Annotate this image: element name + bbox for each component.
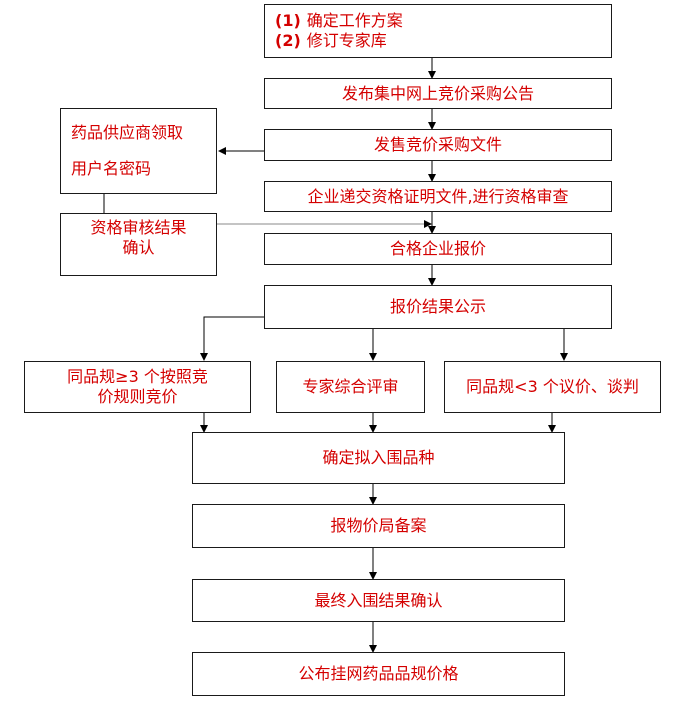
expert-label: 专家综合评审: [302, 377, 399, 396]
node-step10: 公布挂网药品品规价格: [192, 652, 565, 696]
node-step1: (1) 确定工作方案 (2) 修订专家库: [264, 4, 612, 58]
node-branch-lt3: 同品规<3 个议价、谈判: [444, 361, 661, 413]
node-branch-ge3: 同品规≥3 个按照竞 价规则竞价: [24, 361, 251, 413]
node-step5: 合格企业报价: [264, 233, 612, 265]
node-supplier: 药品供应商领取 用户名密码: [60, 108, 217, 194]
supplier-line1: 药品供应商领取: [71, 123, 184, 142]
step7-label: 确定拟入围品种: [322, 448, 435, 467]
step1-line2: (2) 修订专家库: [275, 31, 387, 51]
step1-line2-num: (2): [275, 31, 301, 50]
lt3-label: 同品规<3 个议价、谈判: [466, 377, 639, 396]
step3-label: 发售竞价采购文件: [373, 135, 502, 154]
supplier-line2: 用户名密码: [71, 159, 152, 178]
step6-label: 报价结果公示: [389, 297, 486, 316]
node-step3: 发售竞价采购文件: [264, 129, 612, 161]
step10-label: 公布挂网药品品规价格: [298, 664, 459, 683]
node-step7: 确定拟入围品种: [192, 432, 565, 484]
step9-label: 最终入围结果确认: [314, 590, 443, 610]
step2-label: 发布集中网上竞价采购公告: [341, 83, 534, 103]
node-branch-expert: 专家综合评审: [276, 361, 425, 413]
ge3-line2: 价规则竞价: [97, 387, 178, 406]
review-line2: 确认: [122, 238, 155, 257]
step1-line1: (1) 确定工作方案: [275, 11, 403, 31]
node-review: 资格审核结果 确认: [60, 213, 217, 276]
ge3-line1: 同品规≥3 个按照竞: [67, 367, 208, 386]
review-line1: 资格审核结果: [90, 218, 187, 237]
step4-label: 企业递交资格证明文件,进行资格审查: [307, 186, 569, 206]
step5-label: 合格企业报价: [389, 239, 486, 258]
node-step8: 报物价局备案: [192, 504, 565, 548]
node-step9: 最终入围结果确认: [192, 579, 565, 622]
step8-label: 报物价局备案: [330, 516, 427, 535]
step1-line2-text: 修订专家库: [306, 31, 387, 50]
arrow-step6-ge3: [200, 316, 264, 361]
node-step2: 发布集中网上竞价采购公告: [264, 78, 612, 109]
node-step6: 报价结果公示: [264, 285, 612, 329]
node-step4: 企业递交资格证明文件,进行资格审查: [264, 181, 612, 212]
step1-line1-text: 确定工作方案: [306, 11, 403, 30]
step1-line1-num: (1): [275, 11, 301, 30]
